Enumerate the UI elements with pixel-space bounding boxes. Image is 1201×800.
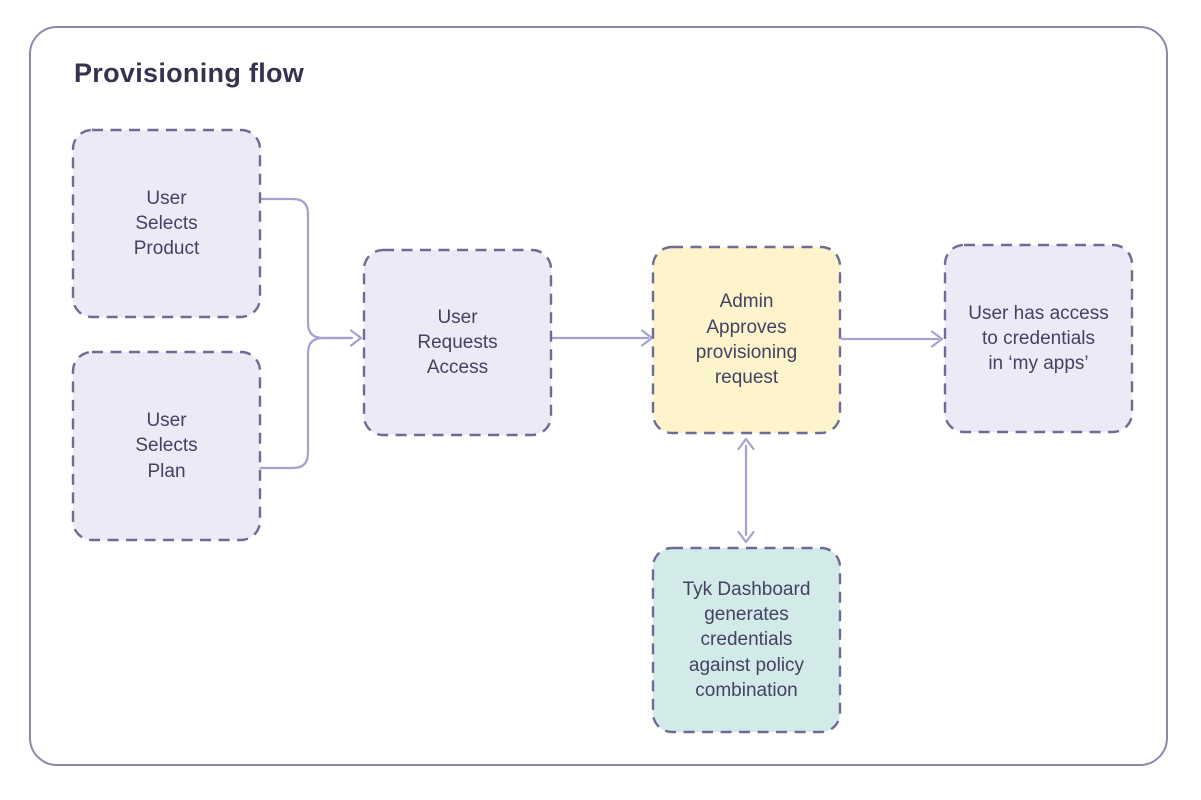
arrowhead-icon [930, 330, 944, 348]
node-shape-user-selects-product [71, 128, 262, 319]
arrowhead-down-icon [737, 530, 755, 544]
node-shape-user-has-access [943, 243, 1134, 434]
edge-user-selects-plan-to-user-requests-access [258, 329, 363, 470]
edge-user-requests-access-to-admin-approves [550, 329, 654, 347]
arrowhead-icon [349, 329, 363, 347]
edge-user-selects-product-to-user-requests-access [258, 197, 354, 340]
node-shape-admin-approves [651, 245, 842, 435]
edge-admin-approves-to-tyk-dashboard-bidirectional [737, 437, 755, 544]
edge-admin-approves-to-user-has-access [840, 330, 944, 348]
node-shape-user-selects-plan [71, 350, 262, 542]
diagram-title: Provisioning flow [74, 58, 305, 88]
node-shape-user-requests-access [362, 248, 553, 437]
node-shape-tyk-dashboard [651, 546, 842, 734]
arrowhead-up-icon [737, 437, 755, 451]
